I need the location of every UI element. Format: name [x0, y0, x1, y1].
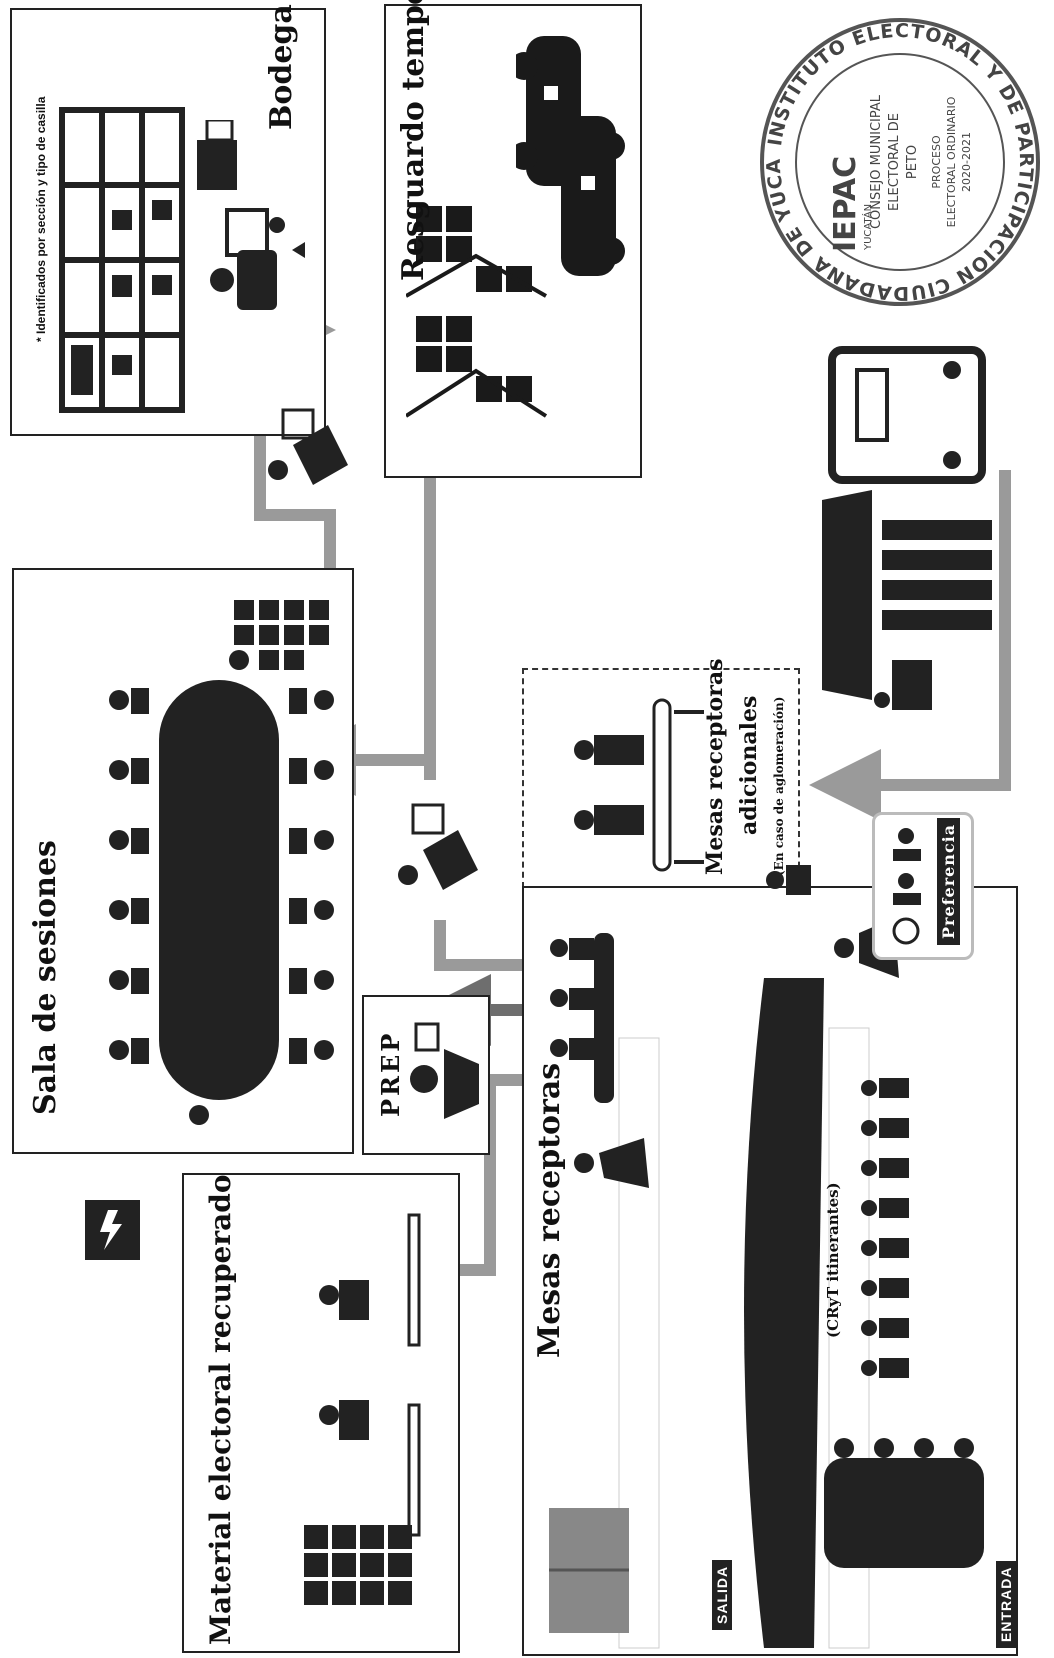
adicionales-title-2: adicionales	[736, 695, 762, 835]
generator-icon	[85, 1200, 140, 1260]
preferencia-label: Preferencia	[937, 817, 960, 945]
institutional-seal: INSTITUTO ELECTORAL Y DE PARTICIPACIÓN C…	[755, 12, 1040, 306]
seal-logo-sub: YUCATÁN	[861, 204, 874, 251]
shelving-icon	[59, 107, 185, 413]
additional-tables-icon	[574, 698, 704, 872]
accessibility-icons	[892, 828, 921, 945]
prep-operator-icon	[410, 1022, 479, 1119]
voter-walking-icon	[574, 1138, 649, 1188]
bus-and-canopy	[822, 346, 992, 710]
box-delivery-icon	[197, 120, 237, 190]
vehicles-icon	[516, 36, 625, 276]
entrada-sign: ENTRADA	[996, 1560, 1016, 1648]
arrow-bus-loop	[809, 470, 1011, 821]
adicionales-panel: Mesas receptoras adicionales (En caso de…	[522, 659, 800, 888]
sala-panel: Sala de sesiones	[12, 568, 354, 1154]
bodega-title: Bodega	[264, 4, 299, 130]
material-panel: Material electoral recuperado	[182, 1173, 460, 1653]
prep-title: PREP	[376, 1030, 405, 1117]
session-table-icon	[109, 650, 334, 1125]
seat-row-right	[289, 688, 334, 1064]
preferencia-area: Preferencia	[872, 812, 974, 960]
seat-row-left	[109, 688, 149, 1064]
seal-line3: PETO	[905, 145, 920, 179]
worker-carrying-boxes-2	[398, 803, 478, 890]
seal-line6: 2020-2021	[960, 132, 973, 192]
resguardo-panel: Resguardo temporal	[384, 0, 642, 478]
bodega-panel: Bodega * Identificados por sección y tip…	[10, 4, 326, 436]
prep-panel: PREP	[362, 995, 490, 1155]
boxes-stack-icon	[234, 600, 329, 670]
worker-at-mesas-icon	[766, 865, 811, 895]
material-title: Material electoral recuperado	[204, 1174, 237, 1645]
seal-line1: CONSEJO MUNICIPAL	[869, 94, 884, 229]
worker-checklist-icon	[210, 208, 305, 310]
recovered-material-icon	[304, 1213, 421, 1605]
cryt-label: (CRyT itinerantes)	[824, 1182, 842, 1338]
queue-people	[861, 1078, 909, 1378]
mesas-title: Mesas receptoras	[532, 1062, 567, 1358]
mesas-panel: Mesas receptoras (CRyT itinerantes) SALI…	[522, 886, 1018, 1656]
portable-toilets-icon	[549, 1508, 629, 1633]
seal-line5: ELECTORAL ORDINARIO	[945, 96, 958, 227]
crowd-entrance	[824, 1438, 984, 1568]
worker-carrying-boxes-1	[268, 408, 348, 485]
box-stacks-icon	[406, 206, 548, 418]
seal-line2: ELECTORAL DE	[887, 113, 902, 211]
seal-line4: PROCESO	[930, 135, 943, 189]
resguardo-title: Resguardo temporal	[396, 0, 431, 281]
seal-logo: IEPAC	[828, 156, 863, 252]
sala-title: Sala de sesiones	[28, 840, 63, 1115]
salida-sign: SALIDA	[712, 1559, 732, 1630]
mesas-scene	[549, 918, 984, 1649]
adicionales-title-1: Mesas receptoras	[702, 658, 728, 875]
bodega-note: * Identificados por sección y tipo de ca…	[34, 96, 48, 342]
canopy-shape	[744, 978, 824, 1648]
arrow-to-mesas	[434, 920, 596, 1001]
